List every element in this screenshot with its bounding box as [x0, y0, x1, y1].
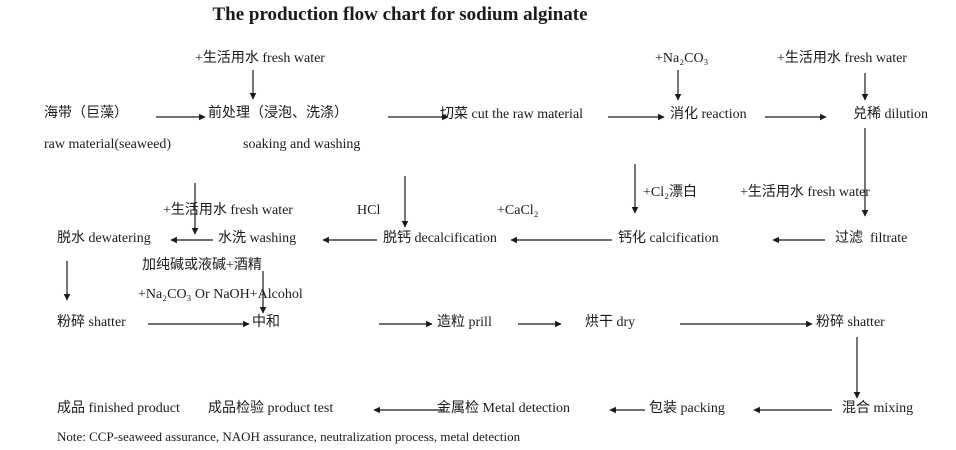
label-hcl: HCl [357, 203, 381, 218]
node-neutralize: 中和 [252, 315, 280, 330]
node-dilution: 兑稀 dilution [853, 107, 929, 122]
node-raw-material-en: raw material(seaweed) [44, 137, 172, 152]
label-fresh-water-2: +生活用水 fresh water [777, 51, 907, 66]
label-soda-alcohol-cn: 加纯碱或液碱+酒精 [142, 258, 262, 273]
node-finished-product: 成品 finished product [57, 401, 180, 416]
node-calcification: 钙化 calcification [618, 231, 719, 246]
label-cl2-bleach: +Cl₂漂白 [643, 185, 698, 200]
node-shatter-2: 粉碎 shatter [816, 315, 885, 330]
node-filtrate: 过滤 filtrate [835, 231, 908, 246]
label-soda-alcohol-en: +Na₂CO₃ Or NaOH+Alcohol [138, 287, 303, 302]
node-decalcification: 脱钙 decalcification [383, 231, 497, 246]
node-dewatering: 脱水 dewatering [57, 231, 151, 246]
node-metal-detection: 金属检 Metal detection [437, 401, 570, 416]
node-prill: 造粒 prill [437, 315, 492, 330]
node-pretreatment-cn: 前处理（浸泡、洗涤） [208, 106, 348, 121]
node-shatter-1: 粉碎 shatter [57, 315, 126, 330]
node-dry: 烘干 dry [585, 315, 636, 330]
footnote: Note: CCP-seaweed assurance, NAOH assura… [57, 429, 521, 444]
label-cacl2: +CaCl₂ [497, 203, 539, 218]
page-title: The production flow chart for sodium alg… [212, 4, 588, 25]
label-fresh-water-1: +生活用水 fresh water [195, 51, 325, 66]
node-mixing: 混合 mixing [842, 401, 914, 416]
node-product-test: 成品检验 product test [208, 401, 334, 416]
node-raw-material-cn: 海带（巨藻） [44, 106, 128, 121]
node-reaction: 消化 reaction [670, 107, 747, 122]
node-pretreatment-en: soaking and washing [243, 137, 361, 152]
node-cut: 切菜 cut the raw material [440, 107, 584, 122]
label-fresh-water-3: +生活用水 fresh water [163, 203, 293, 218]
node-packing: 包装 packing [649, 401, 725, 416]
label-fresh-water-4: +生活用水 fresh water [740, 185, 870, 200]
label-na2co3: +Na₂CO₃ [655, 51, 709, 66]
node-washing: 水洗 washing [218, 231, 297, 246]
